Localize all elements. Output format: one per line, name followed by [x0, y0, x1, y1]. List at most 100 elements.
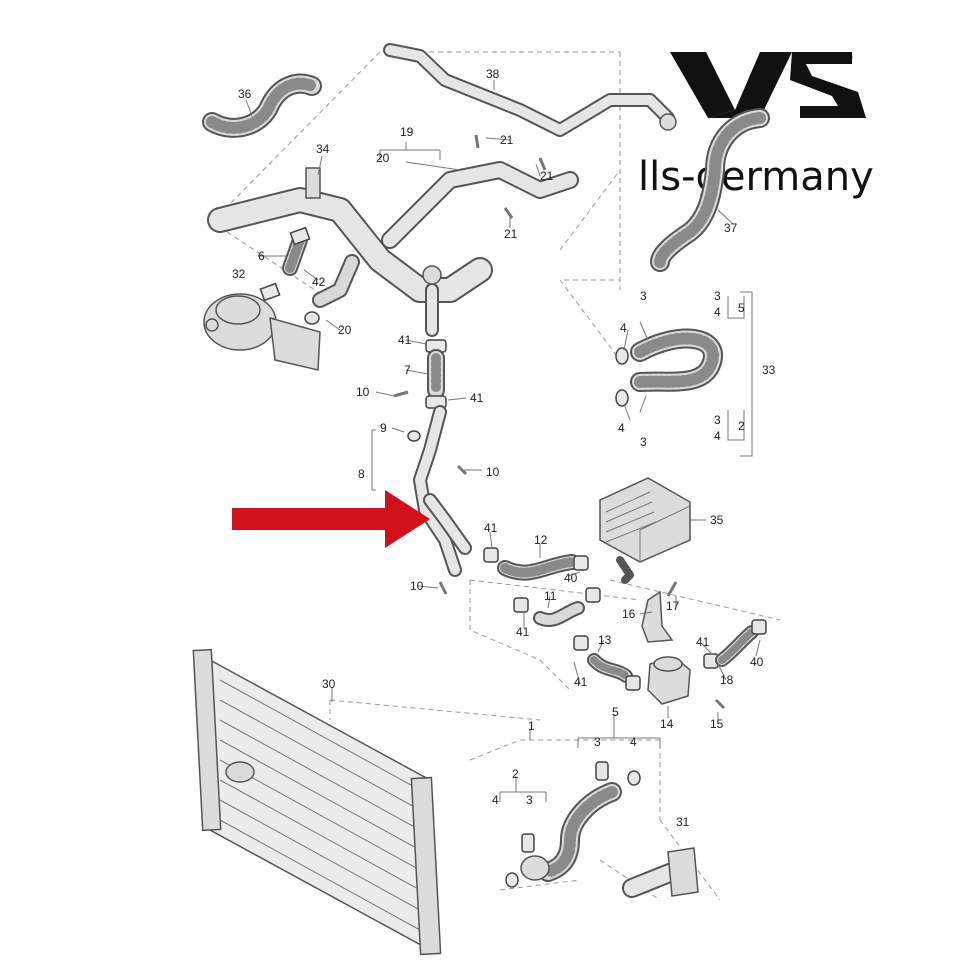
callout-17: 17 — [666, 599, 680, 613]
outline-lower-group — [469, 579, 781, 691]
bracket-2-top — [727, 410, 745, 441]
callout-8: 8 — [358, 467, 365, 481]
connector-2-bottom — [505, 833, 550, 888]
flange-31 — [622, 847, 699, 898]
callout-3: 3 — [640, 435, 647, 449]
logo-glyph-part — [790, 52, 866, 118]
callout-13: 13 — [598, 633, 612, 647]
hose-11 — [513, 587, 601, 627]
callout-15: 15 — [710, 717, 724, 731]
callout-30: 30 — [322, 677, 336, 691]
hose-33 — [615, 321, 723, 413]
callout-10: 10 — [486, 465, 500, 479]
callout-4: 4 — [714, 429, 721, 443]
radiator-30 — [192, 648, 442, 956]
callout-10: 10 — [356, 385, 370, 399]
bracket-5-bottom — [577, 737, 661, 748]
callout-12: 12 — [534, 533, 548, 547]
callout-36: 36 — [238, 87, 252, 101]
outline-upper-pipe-group — [211, 51, 621, 361]
callout-3: 3 — [594, 735, 601, 749]
outline-upper-right — [559, 168, 621, 290]
valve-14 — [647, 656, 691, 705]
callout-3: 3 — [714, 413, 721, 427]
callout-9: 9 — [380, 421, 387, 435]
callout-2: 2 — [512, 767, 519, 781]
bolts — [393, 134, 726, 710]
callout-11: 11 — [544, 589, 557, 603]
bracket-5-top — [727, 296, 745, 319]
hose-13 — [573, 635, 641, 691]
hose-20 — [304, 254, 360, 325]
callout-5: 5 — [738, 301, 745, 315]
callout-20: 20 — [376, 151, 390, 165]
callout-5: 5 — [612, 705, 619, 719]
leader-lines — [245, 80, 761, 792]
group-outlines — [211, 51, 781, 901]
callout-16: 16 — [622, 607, 636, 621]
bracket-8 — [371, 429, 376, 491]
bracket-33 — [740, 291, 753, 457]
outline-radiator — [329, 699, 541, 721]
callout-labels: 36 38 34 19 20 21 21 21 37 6 42 32 20 3 … — [232, 67, 776, 829]
hose-36 — [202, 73, 322, 138]
hose-6 — [259, 226, 311, 302]
callout-40: 40 — [564, 571, 578, 585]
callout-41: 41 — [696, 635, 710, 649]
logo-glyph-part — [708, 52, 792, 118]
callout-32: 32 — [232, 267, 246, 281]
callout-41: 41 — [516, 625, 530, 639]
callout-2: 2 — [738, 419, 745, 433]
callout-4: 4 — [620, 321, 627, 335]
pipe-19 — [207, 161, 579, 337]
bracket-lines — [371, 142, 753, 802]
pipe-8 — [407, 405, 472, 577]
callout-10: 10 — [410, 579, 424, 593]
callout-6: 6 — [258, 249, 265, 263]
bracket-2-bottom — [499, 791, 547, 802]
highlight-arrow — [232, 490, 430, 548]
callout-3: 3 — [640, 289, 647, 303]
line-38 — [383, 43, 677, 137]
callout-4: 4 — [618, 421, 625, 435]
callout-18: 18 — [720, 673, 734, 687]
callout-3: 3 — [526, 793, 533, 807]
callout-14: 14 — [660, 717, 674, 731]
callout-35: 35 — [710, 513, 724, 527]
callout-21: 21 — [500, 133, 514, 147]
callout-21: 21 — [540, 169, 554, 183]
brand-logo: ® lls-germany — [638, 51, 874, 200]
arrow-shaft — [232, 508, 392, 530]
callout-3: 3 — [714, 289, 721, 303]
hose-12 — [483, 547, 589, 581]
callout-40: 40 — [750, 655, 764, 669]
callout-20: 20 — [338, 323, 352, 337]
callout-21: 21 — [504, 227, 518, 241]
callout-41: 41 — [470, 391, 484, 405]
callout-41: 41 — [398, 333, 412, 347]
bracket-19 — [379, 142, 441, 160]
hose-18 — [703, 619, 767, 669]
callout-31: 31 — [676, 815, 690, 829]
callout-33: 33 — [762, 363, 776, 377]
brand-name: lls-germany — [638, 154, 874, 200]
hose-37 — [650, 108, 770, 272]
callout-1: 1 — [528, 719, 535, 733]
callout-41: 41 — [484, 521, 498, 535]
callout-34: 34 — [316, 142, 330, 156]
brand-registered-mark: ® — [842, 51, 854, 65]
logo-glyph-part — [670, 52, 735, 118]
callout-19: 19 — [400, 125, 414, 139]
hose-7 — [425, 339, 447, 409]
hose-5-bottom — [538, 761, 641, 882]
callout-4: 4 — [630, 735, 637, 749]
bracket-16 — [641, 590, 674, 643]
callout-42: 42 — [312, 275, 326, 289]
callout-38: 38 — [486, 67, 500, 81]
oil-cooler-35 — [599, 477, 691, 584]
callout-4: 4 — [492, 793, 499, 807]
pump-32 — [203, 293, 321, 371]
callout-7: 7 — [404, 363, 411, 377]
callout-4: 4 — [714, 305, 721, 319]
